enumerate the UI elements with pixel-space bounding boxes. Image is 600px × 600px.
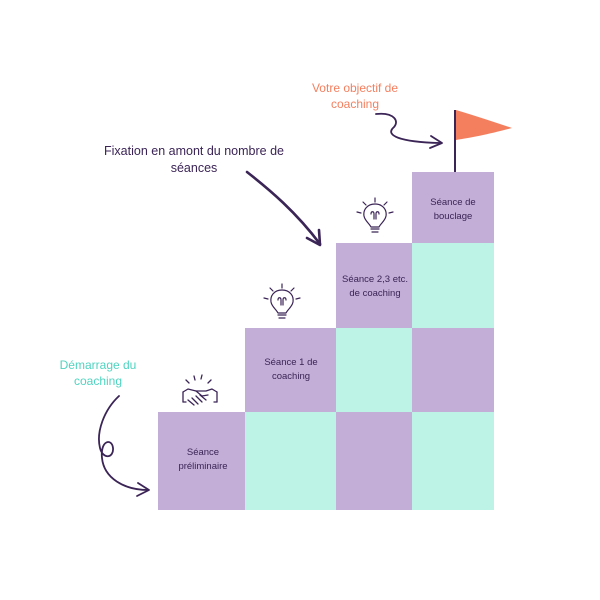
step-label-seance-2-3: Séance 2,3 etc. de coaching xyxy=(341,274,409,300)
start-annotation-text: Démarrage du coaching xyxy=(59,358,137,389)
fixation-arrow xyxy=(245,170,322,246)
lightbulb-icon xyxy=(356,197,394,233)
start-arrow xyxy=(98,395,149,491)
step-label-seance-1: Séance 1 de coaching xyxy=(264,357,318,383)
fixation-annotation-text: Fixation en amont du nombre de séances xyxy=(104,144,284,175)
block-seance-1 xyxy=(245,328,337,412)
goal-annotation: Votre objectif de coaching xyxy=(296,80,414,112)
block-seance-preliminaire xyxy=(158,412,246,510)
block-r3c4 xyxy=(412,243,494,329)
lightbulb-icon xyxy=(263,283,301,319)
goal-annotation-text: Votre objectif de coaching xyxy=(311,81,399,112)
block-r2c3 xyxy=(336,328,413,412)
step-label-bouclage: Séance de bouclage xyxy=(430,197,476,223)
flag-icon xyxy=(454,110,512,172)
block-r1c2 xyxy=(245,412,337,510)
start-annotation: Démarrage du coaching xyxy=(48,357,148,389)
handshake-icon xyxy=(182,374,218,406)
block-r2c4 xyxy=(412,328,494,412)
fixation-annotation: Fixation en amont du nombre de séances xyxy=(84,143,304,177)
block-r1c3 xyxy=(336,412,413,510)
block-r1c4 xyxy=(412,412,494,510)
goal-arrow xyxy=(375,112,441,144)
block-seance-2-3 xyxy=(336,243,413,329)
block-bouclage xyxy=(412,172,494,244)
step-label-preliminaire: Séance préliminaire xyxy=(178,447,228,473)
